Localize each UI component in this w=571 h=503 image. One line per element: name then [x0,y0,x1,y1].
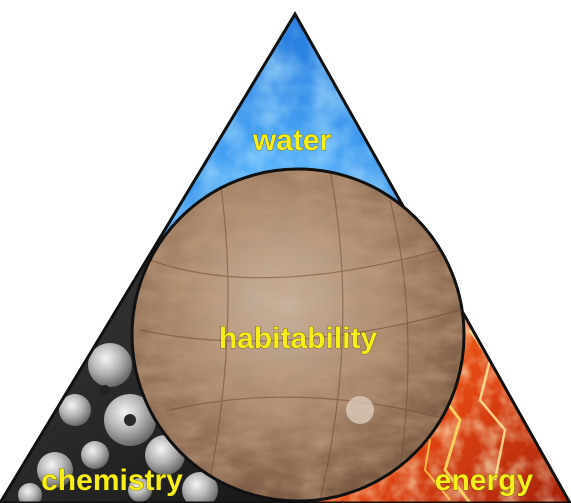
habitability-label: habitability [219,322,378,355]
water-label: water [252,124,332,157]
chemistry-label: chemistry [41,464,183,497]
energy-label: energy [435,464,534,497]
